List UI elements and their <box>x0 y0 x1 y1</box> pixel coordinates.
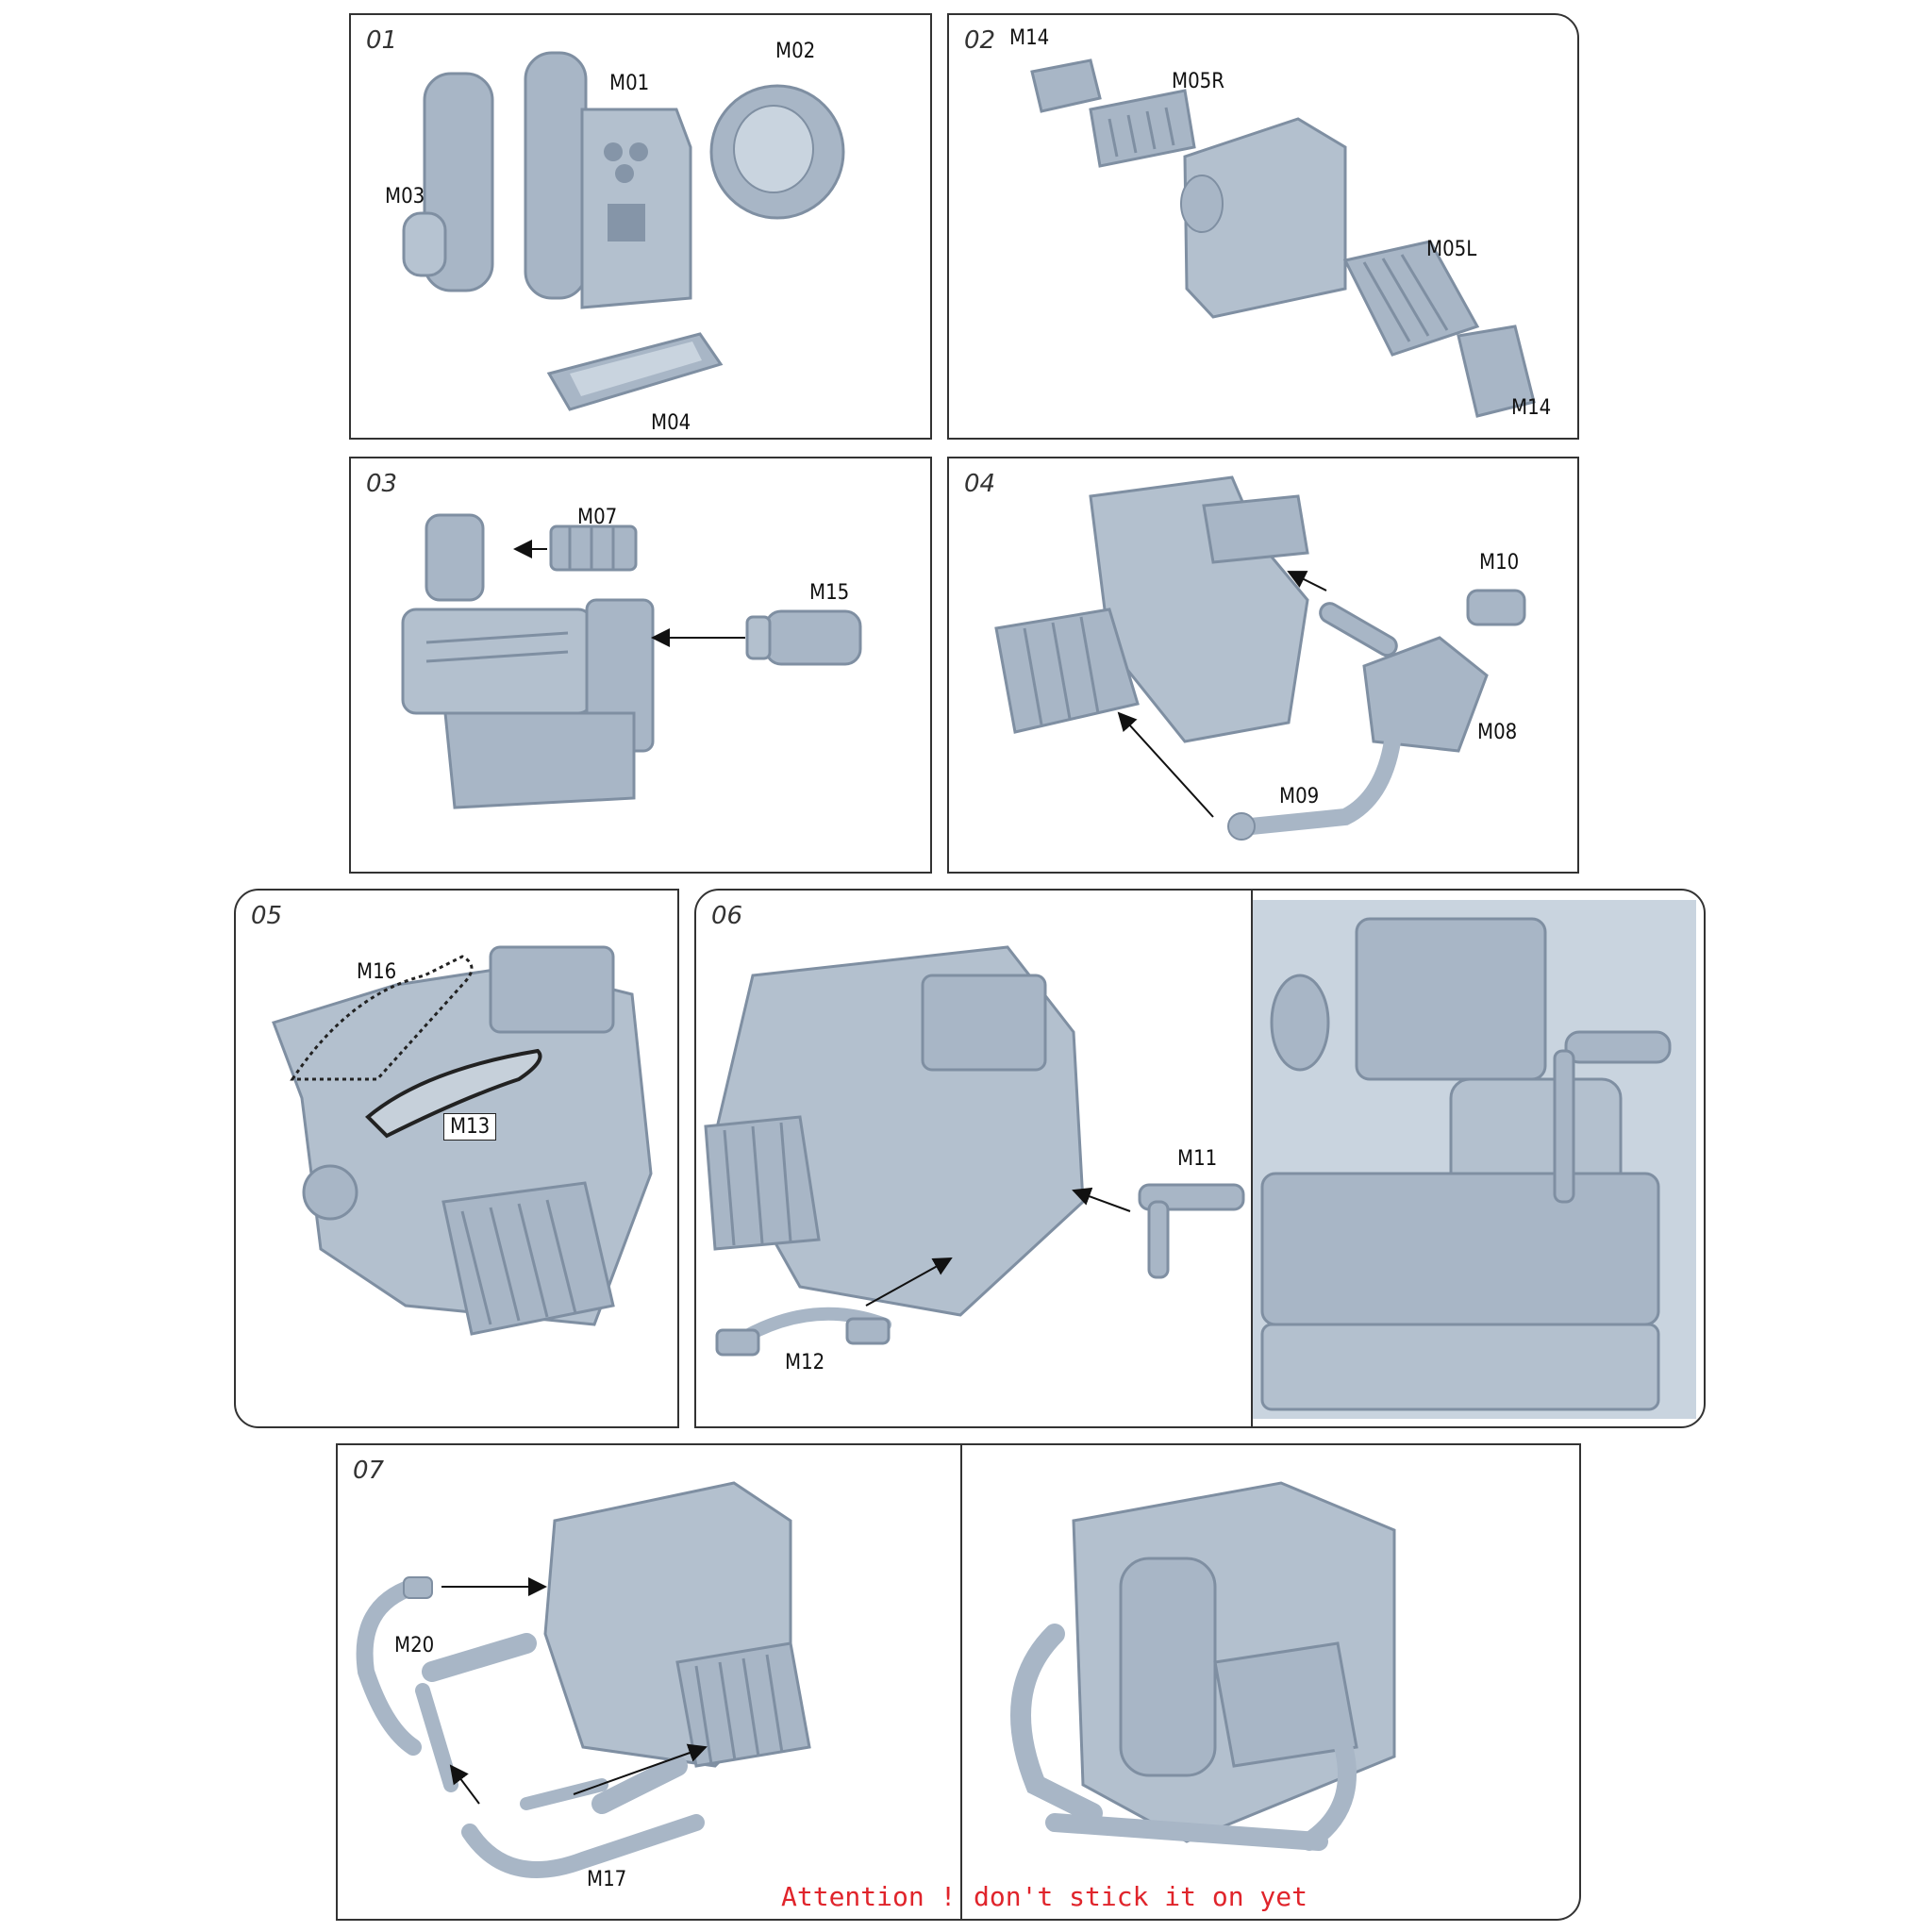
part-m05l-cylinder <box>1342 240 1480 357</box>
part-m14-bottom <box>1457 325 1536 418</box>
step-number: 01 <box>366 26 398 55</box>
panel-divider <box>960 1445 962 1919</box>
step-03-illustration <box>401 513 862 809</box>
arrow-m08 <box>1287 571 1327 591</box>
step-03-panel: 03 M07 M15 <box>349 457 932 874</box>
part-label-m20: M20 <box>394 1634 435 1657</box>
part-label-m07: M07 <box>577 506 618 529</box>
part-m09-intake <box>1227 733 1401 841</box>
part-label-m10: M10 <box>1479 551 1520 575</box>
step-05-panel: 05 M16 M13 <box>234 889 679 1428</box>
step-01-panel: 01 M01 M02 M03 M04 <box>349 13 932 440</box>
part-m15-cylinder <box>745 609 862 666</box>
part-engine-block <box>272 945 653 1336</box>
part-label-m15: M15 <box>809 581 850 605</box>
part-m03-cover <box>402 72 494 292</box>
step-number: 02 <box>964 26 996 55</box>
part-label-m04: M04 <box>651 411 691 435</box>
part-engine-block <box>543 1481 811 1768</box>
step-number: 07 <box>353 1457 385 1485</box>
part-label-m09: M09 <box>1279 785 1320 808</box>
detail-view-engine <box>1253 900 1696 1419</box>
step-number: 05 <box>251 902 283 930</box>
part-engine-block <box>994 475 1309 743</box>
dont-stick-note: don't stick it on yet <box>974 1881 1308 1912</box>
part-m10-carburetor <box>1466 589 1526 626</box>
part-m14-top <box>1030 58 1102 113</box>
part-label-m11: M11 <box>1177 1147 1218 1171</box>
assembled-view-engine <box>1010 1481 1396 1851</box>
part-label-m14-top: M14 <box>1009 26 1050 50</box>
part-label-m02: M02 <box>775 40 816 63</box>
part-m05r-cylinder <box>1089 89 1196 168</box>
part-engine-block <box>1180 117 1347 319</box>
part-m20-exhaust <box>356 1576 537 1792</box>
attention-note: Attention ! <box>781 1881 957 1912</box>
m13-outline <box>365 1048 542 1139</box>
step-05-illustration <box>272 945 653 1336</box>
step-02-panel: 02 M14 M05R M05L M14 <box>947 13 1579 440</box>
part-m02-housing <box>709 84 845 220</box>
arrow-m12 <box>865 1257 953 1307</box>
step-number: 06 <box>711 902 743 930</box>
step-number: 03 <box>366 470 398 498</box>
step-06-illustration <box>704 900 1696 1419</box>
m16-outline <box>290 955 474 1081</box>
arrow-m20-lower <box>449 1764 480 1805</box>
step-06-panel: 06 M11 M12 <box>694 889 1706 1428</box>
arrow-m17 <box>573 1743 708 1795</box>
part-label-m05l: M05L <box>1426 238 1477 261</box>
part-engine-block <box>401 513 655 809</box>
part-label-m03: M03 <box>385 185 425 208</box>
arrow-m11 <box>1072 1187 1131 1212</box>
step-04-illustration <box>994 475 1526 841</box>
part-label-m01: M01 <box>609 72 650 95</box>
step-07-illustration <box>356 1481 1396 1878</box>
part-label-m16: M16 <box>357 960 397 984</box>
step-04-panel: 04 M10 M08 M09 <box>947 457 1579 874</box>
part-engine-block <box>704 945 1085 1317</box>
part-m17-exhaust <box>461 1756 705 1878</box>
part-m04-oil-pan <box>546 332 724 411</box>
part-label-m05r: M05R <box>1172 70 1225 93</box>
part-label-m14-bottom: M14 <box>1511 396 1552 420</box>
step-07-panel: 07 M20 M17 Attention ! don't stick it on… <box>336 1443 1581 1921</box>
step-01-illustration <box>402 51 845 411</box>
part-label-m08: M08 <box>1477 721 1518 744</box>
part-label-m12: M12 <box>785 1351 825 1374</box>
step-02-illustration <box>1030 58 1536 418</box>
part-m08-airbox <box>1319 602 1489 753</box>
part-m11-kickstarter <box>1138 1183 1245 1279</box>
arrow-m09 <box>1117 711 1214 818</box>
part-m12-pedal <box>715 1307 891 1357</box>
part-m01-crankcase <box>524 51 692 309</box>
panel-divider <box>1251 891 1253 1426</box>
step-number: 04 <box>964 470 996 498</box>
part-m07-gear <box>549 525 638 572</box>
part-label-m17: M17 <box>587 1868 627 1891</box>
part-label-m13: M13 <box>443 1113 497 1141</box>
